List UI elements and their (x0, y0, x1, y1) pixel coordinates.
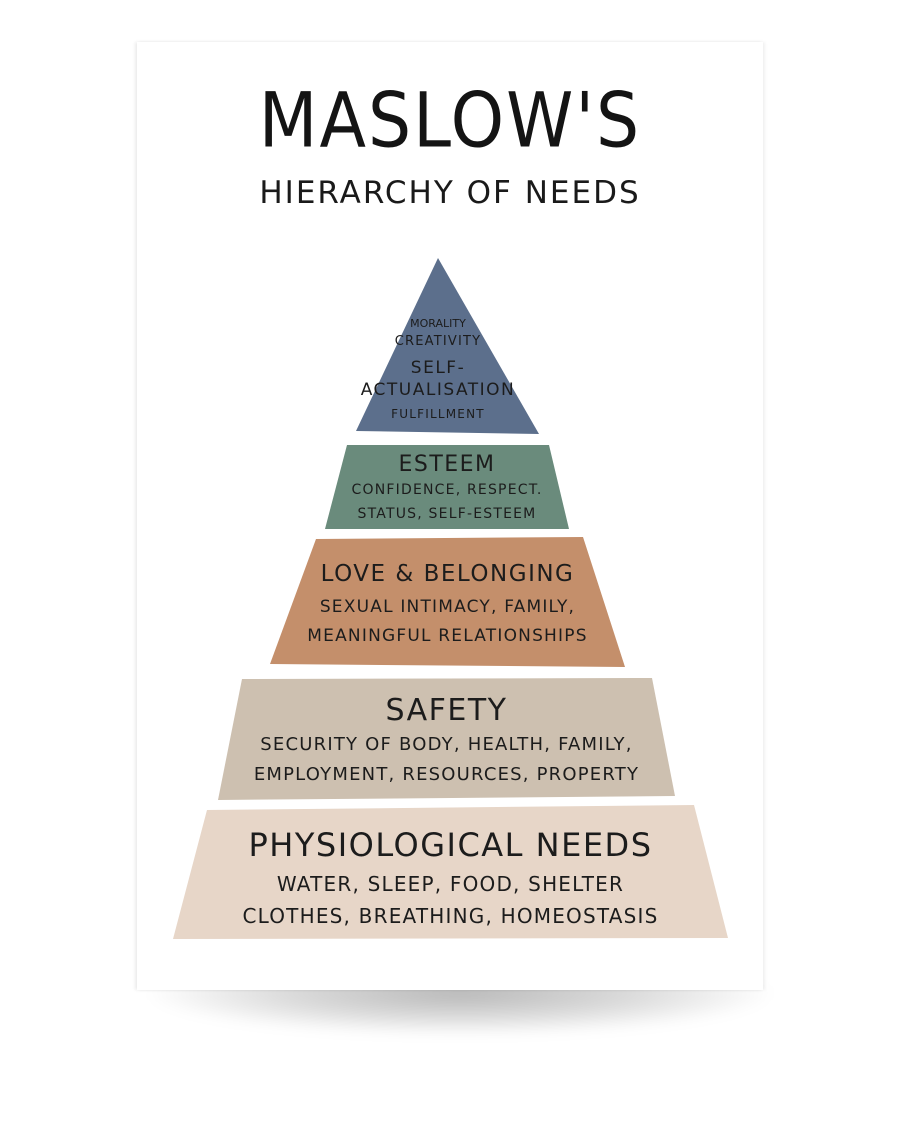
tier-self-actualisation-item-fulfillment: FULFILLMENT (391, 407, 485, 421)
tier-self-actualisation-shape (356, 258, 539, 434)
tier-self-actualisation-item-creativity: CREATIVITY (394, 334, 482, 349)
tier-esteem-shape (325, 445, 569, 529)
poster-title: MASLOW'S (258, 77, 642, 166)
tier-physiological-title: PHYSIOLOGICAL NEEDS (248, 826, 653, 864)
tier-love-belonging-shape (270, 537, 625, 667)
tier-esteem-line1: CONFIDENCE, RESPECT. (351, 482, 543, 498)
tier-self-actualisation-item-morality: MORALITY (410, 317, 466, 330)
tier-physiological-line1: WATER, SLEEP, FOOD, SHELTER (276, 872, 625, 896)
tier-self-actualisation-title-line2: ACTUALISATION (360, 380, 516, 400)
tier-physiological-shape (173, 805, 728, 939)
tier-love-belonging-title: LOVE & BELONGING (320, 561, 575, 587)
tier-safety-title: SAFETY (385, 693, 508, 728)
tier-esteem-title: ESTEEM (398, 452, 496, 477)
tier-safety-line1: SECURITY OF BODY, HEALTH, FAMILY, (260, 734, 633, 755)
tier-safety-line2: EMPLOYMENT, RESOURCES, PROPERTY (253, 764, 640, 785)
tier-physiological-line2: CLOTHES, BREATHING, HOMEOSTASIS (242, 904, 659, 928)
poster-subtitle: HIERARCHY OF NEEDS (259, 175, 641, 211)
tier-esteem-line2: STATUS, SELF-ESTEEM (357, 506, 537, 522)
tier-love-belonging-line2: MEANINGFUL RELATIONSHIPS (307, 626, 588, 646)
tier-safety-shape (218, 678, 675, 800)
tier-self-actualisation-title-line1: SELF- (410, 358, 466, 378)
tier-love-belonging-line1: SEXUAL INTIMACY, FAMILY, (319, 597, 576, 617)
